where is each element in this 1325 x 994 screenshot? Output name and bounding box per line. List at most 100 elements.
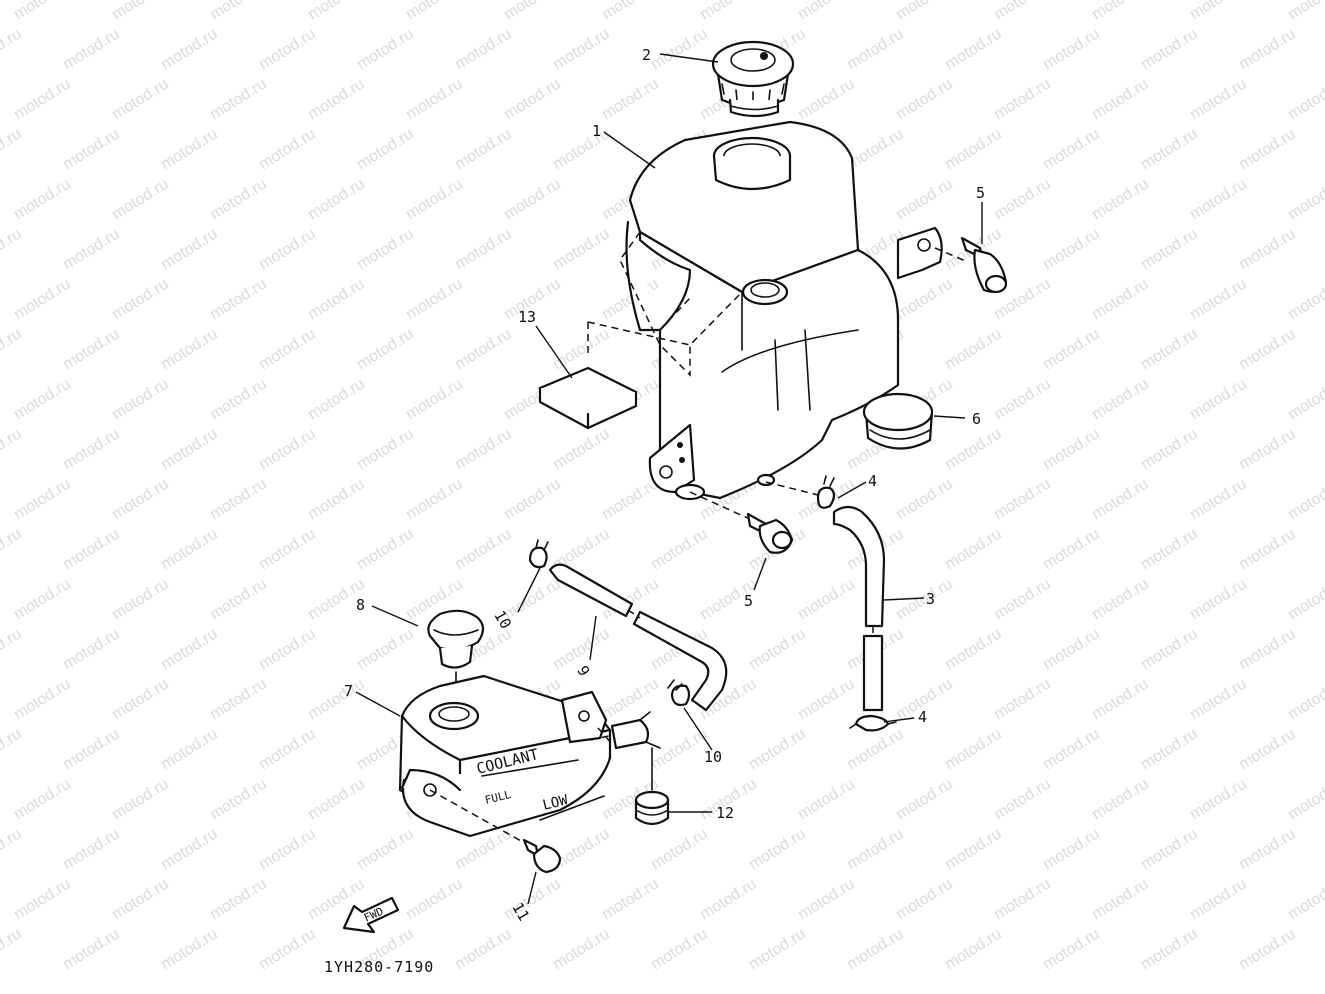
- watermark-text: motod.ru: [256, 726, 319, 774]
- watermark-text: motod.ru: [207, 376, 270, 424]
- watermark-text: motod.ru: [256, 926, 319, 974]
- watermark-text: motod.ru: [1285, 376, 1325, 424]
- watermark-text: motod.ru: [550, 826, 613, 874]
- watermark-text: motod.ru: [1236, 126, 1299, 174]
- watermark-text: motod.ru: [305, 476, 368, 524]
- watermark-text: motod.ru: [550, 26, 613, 74]
- watermark-text: motod.ru: [1236, 726, 1299, 774]
- watermark-text: motod.ru: [1187, 476, 1250, 524]
- watermark-text: motod.ru: [403, 876, 466, 924]
- watermark-text: motod.ru: [1285, 576, 1325, 624]
- watermark-text: motod.ru: [158, 926, 221, 974]
- watermark-text: motod.ru: [1089, 176, 1152, 224]
- full-label: FULL: [484, 788, 513, 807]
- watermark-text: motod.ru: [844, 826, 907, 874]
- watermark-text: motod.ru: [452, 326, 515, 374]
- watermark-text: motod.ru: [1040, 526, 1103, 574]
- callout-10-lower: 10: [704, 748, 722, 766]
- watermark-text: motod.ru: [1089, 576, 1152, 624]
- watermark-text: motod.ru: [11, 776, 74, 824]
- watermark-text: motod.ru: [1138, 826, 1201, 874]
- watermark-text: motod.ru: [60, 826, 123, 874]
- watermark-text: motod.ru: [1285, 676, 1325, 724]
- watermark-text: motod.ru: [893, 276, 956, 324]
- part-code: 1YH280-7190: [324, 958, 434, 976]
- watermark-text: motod.ru: [1236, 326, 1299, 374]
- watermark-text: motod.ru: [256, 326, 319, 374]
- watermark-text: motod.ru: [1089, 476, 1152, 524]
- watermark-text: motod.ru: [354, 226, 417, 274]
- watermark-text: motod.ru: [1040, 826, 1103, 874]
- callout-5-lower: 5: [744, 592, 753, 610]
- watermark-text: motod.ru: [60, 26, 123, 74]
- watermark-text: motod.ru: [1040, 426, 1103, 474]
- watermark-text: motod.ru: [256, 426, 319, 474]
- watermark-text: motod.ru: [0, 226, 25, 274]
- watermark-text: motod.ru: [109, 876, 172, 924]
- watermark-text: motod.ru: [403, 276, 466, 324]
- watermark-text: motod.ru: [1285, 176, 1325, 224]
- watermark-text: motod.ru: [1040, 226, 1103, 274]
- watermark-text: motod.ru: [11, 276, 74, 324]
- watermark-text: motod.ru: [795, 876, 858, 924]
- watermark-text: motod.ru: [11, 576, 74, 624]
- watermark-text: motod.ru: [0, 426, 25, 474]
- watermark-text: motod.ru: [942, 126, 1005, 174]
- watermark-text: motod.ru: [1285, 476, 1325, 524]
- callout-12: 12: [716, 804, 734, 822]
- watermark-text: motod.ru: [746, 926, 809, 974]
- watermark-text: motod.ru: [648, 926, 711, 974]
- watermark-text: motod.ru: [1040, 126, 1103, 174]
- callout-4-lower: 4: [918, 708, 927, 726]
- watermark-text: motod.ru: [1187, 776, 1250, 824]
- watermark-text: motod.ru: [305, 776, 368, 824]
- watermark-text: motod.ru: [60, 326, 123, 374]
- watermark-text: motod.ru: [697, 0, 760, 23]
- watermark-text: motod.ru: [256, 126, 319, 174]
- watermark-text: motod.ru: [354, 426, 417, 474]
- watermark-text: motod.ru: [256, 26, 319, 74]
- watermark-text: motod.ru: [893, 76, 956, 124]
- watermark-text: motod.ru: [158, 626, 221, 674]
- watermark-text: motod.ru: [207, 676, 270, 724]
- hose-clip-10-upper: [528, 539, 549, 569]
- watermark-text: motod.ru: [256, 526, 319, 574]
- watermark-text: motod.ru: [0, 26, 25, 74]
- watermark-text: motod.ru: [844, 926, 907, 974]
- watermark-text: motod.ru: [452, 226, 515, 274]
- watermark-text: motod.ru: [305, 0, 368, 23]
- watermark-text: motod.ru: [109, 0, 172, 23]
- watermark-text: motod.ru: [942, 26, 1005, 74]
- overflow-hose: [832, 505, 886, 712]
- callout-4-upper: 4: [868, 472, 877, 490]
- damper-pad: [538, 321, 691, 430]
- watermark-text: motod.ru: [109, 676, 172, 724]
- watermark-text: motod.ru: [795, 576, 858, 624]
- watermark-text: motod.ru: [0, 726, 25, 774]
- callout-6: 6: [972, 410, 981, 428]
- watermark-text: motod.ru: [354, 326, 417, 374]
- leader-lines: [355, 53, 983, 905]
- watermark-text: motod.ru: [1040, 926, 1103, 974]
- radiator-cap: [711, 40, 795, 118]
- watermark-text: motod.ru: [60, 726, 123, 774]
- watermark-text: motod.ru: [1187, 876, 1250, 924]
- watermark-text: motod.ru: [746, 826, 809, 874]
- watermark-text: motod.ru: [991, 876, 1054, 924]
- watermark-text: motod.ru: [1187, 376, 1250, 424]
- watermark-text: motod.ru: [1187, 176, 1250, 224]
- watermark-text: motod.ru: [1089, 276, 1152, 324]
- watermark-text: motod.ru: [60, 126, 123, 174]
- watermark-text: motod.ru: [1138, 126, 1201, 174]
- hose-clip-lower: [849, 714, 897, 732]
- watermark-text: motod.ru: [942, 526, 1005, 574]
- watermark-text: motod.ru: [109, 176, 172, 224]
- watermark-text: motod.ru: [1187, 76, 1250, 124]
- watermark-text: motod.ru: [354, 826, 417, 874]
- watermark-text: motod.ru: [991, 176, 1054, 224]
- watermark-text: motod.ru: [0, 526, 25, 574]
- watermark-text: motod.ru: [403, 476, 466, 524]
- watermark-text: motod.ru: [60, 526, 123, 574]
